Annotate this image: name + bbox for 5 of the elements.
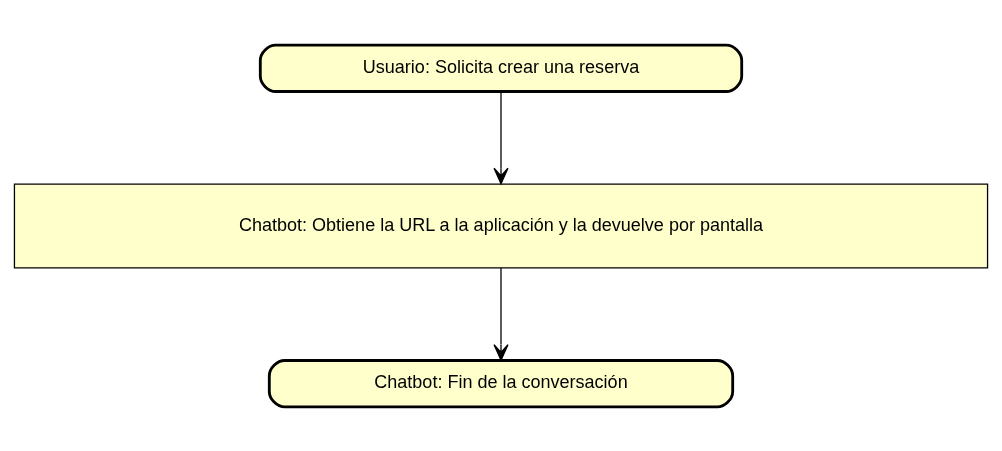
node-box: Chatbot: Obtiene la URL a la aplicación y la devuelve por pantalla: [13, 183, 989, 268]
arrow: [493, 266, 509, 361]
node-box: Chatbot: Fin de la conversación: [267, 358, 735, 408]
arrow: [493, 90, 509, 184]
node-box: Usuario: Solicita crear una reserva: [258, 43, 744, 93]
